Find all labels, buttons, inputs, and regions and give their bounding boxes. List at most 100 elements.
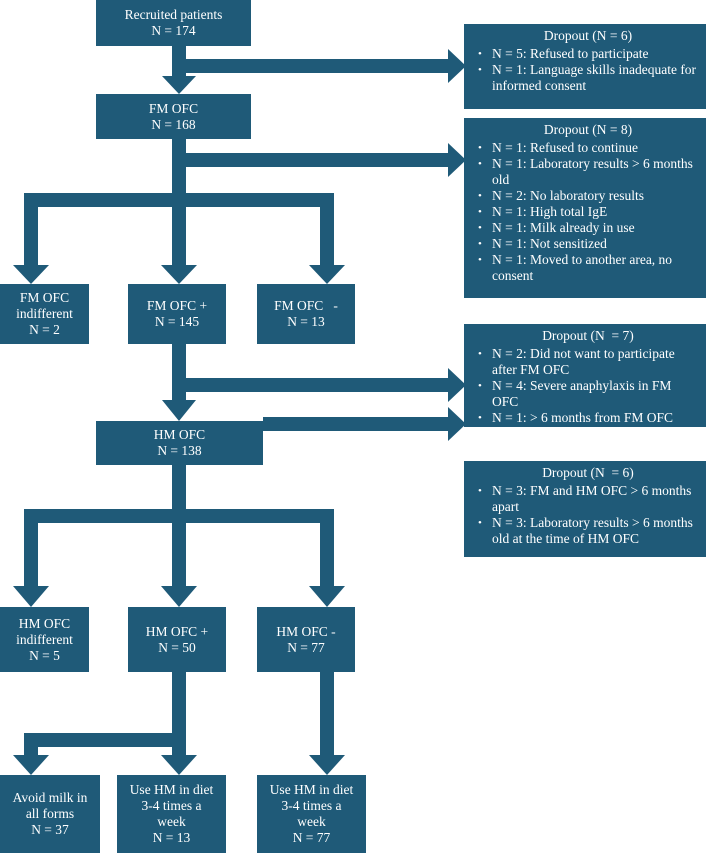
node-label: FM OFC + — [146, 298, 208, 313]
dropout-title: Dropout (N = 7) — [542, 328, 634, 343]
node-label: Recruited patients — [124, 7, 223, 22]
node-count: N = 13 — [152, 830, 191, 845]
node-label: 3-4 times a — [141, 798, 202, 813]
arrow-shaft — [172, 378, 448, 392]
dropout-box-2: Dropout (N = 8) N = 1: Refused to contin… — [464, 118, 706, 298]
dropout-item: N = 3: Laboratory results > 6 months old… — [476, 515, 700, 547]
dropout-item: N = 1: Refused to continue — [476, 140, 700, 156]
recruited-patients-box: Recruited patients N = 174 — [96, 0, 251, 46]
dropout-title: Dropout (N = 6) — [543, 28, 633, 43]
arrow-shaft — [320, 509, 334, 586]
arrow-shaft — [24, 509, 38, 586]
arrow-head — [161, 755, 197, 775]
node-label: HM OFC — [18, 615, 71, 631]
hm-ofc-box: HM OFC N = 138 — [96, 421, 263, 465]
node-label: HM OFC — [153, 427, 206, 442]
arrow-head — [309, 265, 345, 284]
arrow-head — [161, 586, 197, 607]
fm-ofc-indifferent-box: FM OFC indifferent N = 2 — [0, 284, 89, 344]
arrow-shaft — [172, 153, 448, 167]
arrow-shaft — [24, 193, 38, 265]
dropout-item: N = 3: FM and HM OFC > 6 months apart — [476, 483, 700, 515]
dropout-list: N = 1: Refused to continue N = 1: Labora… — [476, 140, 700, 284]
arrow-head — [448, 407, 466, 441]
hm-ofc-positive-box: HM OFC + N = 50 — [128, 607, 226, 672]
arrow-head — [448, 49, 466, 83]
arrow-shaft — [172, 509, 186, 586]
node-count: N = 37 — [31, 822, 69, 837]
dropout-title: Dropout (N = 8) — [543, 122, 633, 137]
node-count: N = 174 — [151, 23, 196, 38]
arrow-shaft — [320, 672, 334, 755]
dropout-item: N = 2: No laboratory results — [476, 188, 700, 204]
dropout-list: N = 3: FM and HM OFC > 6 months apart N … — [476, 483, 700, 547]
arrow-head — [162, 76, 196, 94]
dropout-box-1: Dropout (N = 6) N = 5: Refused to partic… — [464, 24, 706, 109]
hm-ofc-negative-box: HM OFC - N = 77 — [257, 607, 355, 672]
node-label: Use HM in diet — [269, 782, 354, 797]
fm-ofc-negative-box: FM OFC - N = 13 — [257, 284, 355, 344]
arrow-head — [309, 586, 345, 607]
node-count: N = 13 — [287, 314, 325, 329]
dropout-item: N = 5: Refused to participate — [476, 46, 700, 62]
dropout-item: N = 1: High total IgE — [476, 204, 700, 220]
dropout-item: N = 1: Not sensitized — [476, 236, 700, 252]
arrow-shaft — [24, 733, 186, 747]
node-label: HM OFC + — [145, 623, 209, 639]
arrow-shaft — [263, 417, 448, 431]
arrow-head — [161, 265, 197, 284]
arrow-shaft — [172, 193, 186, 265]
arrow-shaft — [320, 193, 334, 265]
node-label: all forms — [25, 806, 75, 821]
dropout-title: Dropout (N = 6) — [542, 465, 634, 480]
node-label: Use HM in diet — [129, 782, 214, 797]
node-label: indifferent — [16, 306, 73, 321]
arrow-shaft — [172, 138, 186, 200]
dropout-item: N = 1: Laboratory results > 6 months old — [476, 156, 700, 188]
fm-ofc-positive-box: FM OFC + N = 145 — [128, 284, 226, 344]
dropout-box-4: Dropout (N = 6) N = 3: FM and HM OFC > 6… — [464, 461, 706, 557]
arrow-head — [309, 755, 345, 775]
use-hm-negative-box: Use HM in diet 3-4 times a week N = 77 — [257, 775, 366, 853]
arrow-head — [13, 586, 49, 607]
node-label: week — [297, 814, 326, 829]
arrow-shaft — [24, 733, 38, 755]
node-label: FM OFC — [19, 290, 70, 305]
node-label: Avoid milk in — [12, 790, 88, 805]
node-count: N = 77 — [292, 830, 331, 845]
arrow-shaft — [172, 464, 186, 509]
node-count: N = 50 — [158, 639, 196, 655]
node-label: indifferent — [16, 631, 73, 647]
arrow-head — [13, 265, 49, 284]
dropout-item: N = 1: > 6 months from FM OFC — [476, 410, 700, 426]
node-label: HM OFC - — [276, 623, 336, 639]
fm-ofc-box: FM OFC N = 168 — [96, 94, 251, 139]
arrow-head — [162, 400, 196, 421]
dropout-list: N = 2: Did not want to participate after… — [476, 346, 700, 426]
node-label: FM OFC — [148, 100, 199, 116]
dropout-item: N = 2: Did not want to participate after… — [476, 346, 700, 378]
arrow-head — [448, 368, 466, 402]
arrow-shaft — [172, 344, 186, 402]
arrow-shaft — [172, 59, 448, 73]
node-count: N = 138 — [157, 443, 202, 458]
dropout-item: N = 1: Milk already in use — [476, 220, 700, 236]
node-label: 3-4 times a — [281, 798, 342, 813]
arrow-head — [448, 143, 466, 177]
use-hm-positive-box: Use HM in diet 3-4 times a week N = 13 — [117, 775, 226, 853]
arrow-head — [13, 755, 49, 775]
dropout-item: N = 4: Severe anaphylaxis in FM OFC — [476, 378, 700, 410]
node-count: N = 5 — [29, 647, 60, 663]
dropout-item: N = 1: Moved to another area, no consent — [476, 252, 700, 284]
node-count: N = 77 — [287, 639, 325, 655]
dropout-list: N = 5: Refused to participate N = 1: Lan… — [476, 46, 700, 94]
dropout-box-3: Dropout (N = 7) N = 2: Did not want to p… — [464, 324, 706, 427]
avoid-milk-box: Avoid milk in all forms N = 37 — [0, 775, 100, 853]
dropout-item: N = 1: Language skills inadequate for in… — [476, 62, 700, 94]
node-count: N = 145 — [154, 314, 200, 329]
node-count: N = 168 — [151, 116, 196, 132]
node-label: FM OFC - — [274, 298, 338, 313]
node-count: N = 2 — [29, 322, 60, 337]
hm-ofc-indifferent-box: HM OFC indifferent N = 5 — [0, 607, 89, 672]
